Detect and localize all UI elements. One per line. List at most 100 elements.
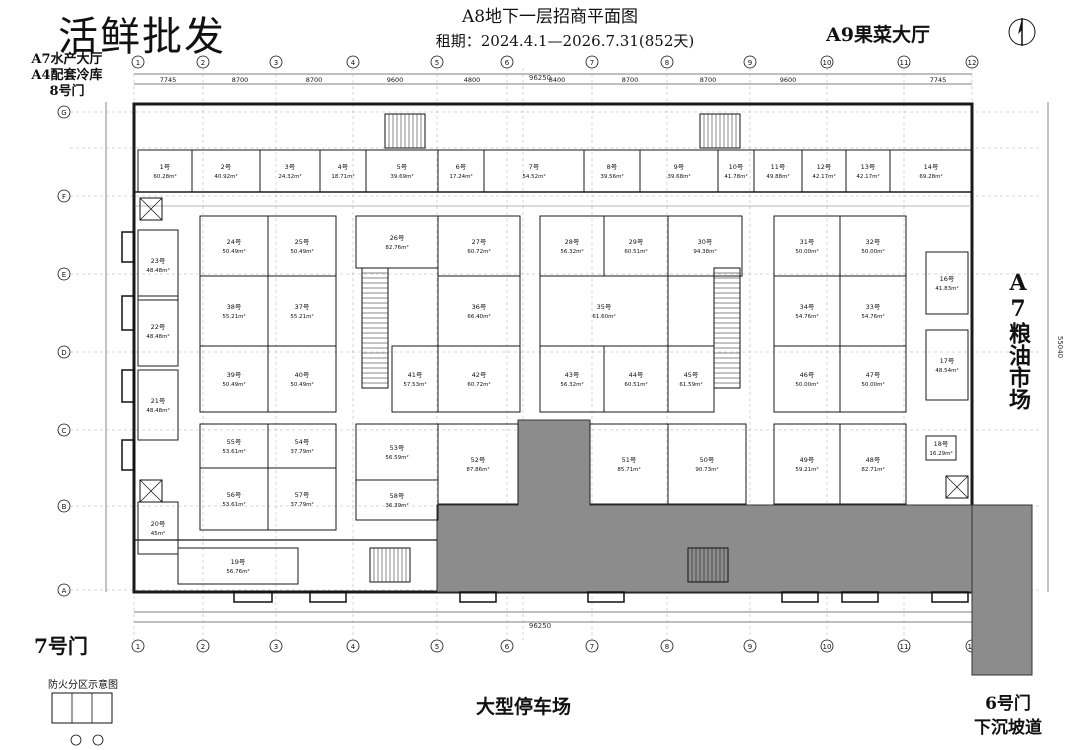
top-span-dimension: 9600 xyxy=(780,76,797,84)
unit-area: 59.21m² xyxy=(795,466,818,473)
unit-label: 36号 xyxy=(472,303,487,311)
label-top-left-group: A7水产大厅 A4配套冷库 8号门 xyxy=(22,52,112,100)
unit-area: 69.28m² xyxy=(919,173,942,180)
unit-area: 48.54m² xyxy=(935,367,958,374)
column-axis-label: 10 xyxy=(823,643,832,651)
unit-area: 50.00m² xyxy=(861,381,884,388)
column-axis-bubble: 2 xyxy=(196,639,210,653)
top-span-dimension: 7745 xyxy=(930,76,947,84)
column-axis-bubble: 2 xyxy=(196,55,210,69)
row-axis-label: D xyxy=(61,349,66,357)
column-axis-label: 4 xyxy=(351,59,356,67)
unit-area: 61.60m² xyxy=(592,313,615,320)
unit-label: 51号 xyxy=(622,456,637,464)
lease-term-text: 租期：2024.4.1—2026.7.31(852天) xyxy=(435,32,695,50)
unit-label: 16号 xyxy=(940,275,955,283)
top-span-dimension: 8700 xyxy=(700,76,717,84)
unit-label: 26号 xyxy=(390,234,405,242)
row-axis-bubble: A xyxy=(57,583,71,597)
unit-label: 54号 xyxy=(295,438,310,446)
row-axis-label: F xyxy=(62,193,66,201)
unit-label: 2号 xyxy=(221,163,232,171)
unit-area: 82.76m² xyxy=(385,244,408,251)
unit-lower-d: 48号 82.71m² xyxy=(839,423,907,505)
unit-label: 37号 xyxy=(295,303,310,311)
unit-label: 42号 xyxy=(472,371,487,379)
column-axis-bubble: 12 xyxy=(965,55,979,69)
column-axis-label: 7 xyxy=(590,643,594,651)
unit-area: 24.32m² xyxy=(278,173,301,180)
unit-area: 36.39m² xyxy=(385,502,408,509)
unit-area: 39.68m² xyxy=(667,173,690,180)
unit-label: 3号 xyxy=(285,163,296,171)
unit-area: 82.71m² xyxy=(861,466,884,473)
column-axis-label: 8 xyxy=(665,643,669,651)
column-axis-bubble: 10 xyxy=(820,639,834,653)
dimension-lines xyxy=(105,73,1049,623)
stair-top-left-icon xyxy=(384,113,426,149)
label-large-parking: 大型停车场 xyxy=(476,696,572,718)
unit-label: 24号 xyxy=(227,238,242,246)
label-a4-cold-storage: A4配套冷库 xyxy=(31,68,103,83)
unit-label: 40号 xyxy=(295,371,310,379)
unit-label: 30号 xyxy=(698,238,713,246)
unit-label: 48号 xyxy=(866,456,881,464)
top-span-dimension: 8400 xyxy=(549,76,566,84)
column-axis-bubble: 7 xyxy=(585,55,599,69)
unit-area: 50.00m² xyxy=(861,248,884,255)
unit-label: 28号 xyxy=(565,238,580,246)
row-axis-label: G xyxy=(61,109,66,117)
parking-shaded-zone xyxy=(436,419,973,593)
elevator-left-lower-icon xyxy=(139,479,163,503)
unit-label: 12号 xyxy=(817,163,832,171)
unit-label: 46号 xyxy=(800,371,815,379)
unit-label: 8号 xyxy=(607,163,618,171)
row-axis-bubble: B xyxy=(57,499,71,513)
row-axis-bubble: D xyxy=(57,345,71,359)
elevator-right-lower-icon xyxy=(945,475,969,499)
unit-label: 7号 xyxy=(529,163,540,171)
unit-label: 47号 xyxy=(866,371,881,379)
column-axis-label: 5 xyxy=(435,59,439,67)
elevator-left-upper-icon xyxy=(139,197,163,221)
unit-block-a: 24号 50.49m² xyxy=(199,215,269,277)
unit-label: 57号 xyxy=(295,491,310,499)
label-bottom-right-group: 6号门 下沉坡道 xyxy=(958,692,1058,740)
column-axis-label: 6 xyxy=(505,643,510,651)
unit-area: 45m² xyxy=(151,530,166,537)
unit-label: 1号 xyxy=(160,163,171,171)
column-axis-label: 3 xyxy=(274,643,278,651)
unit-area: 90.73m² xyxy=(695,466,718,473)
column-axis-label: 4 xyxy=(351,643,356,651)
unit-block-d: 47号 50.00m² xyxy=(839,345,907,413)
column-axis-label: 10 xyxy=(823,59,832,67)
unit-area: 50.49m² xyxy=(222,248,245,255)
unit-label: 31号 xyxy=(800,238,815,246)
column-axis-label: 6 xyxy=(505,59,510,67)
unit-label: 21号 xyxy=(151,397,166,405)
column-axis-bubble: 8 xyxy=(660,55,674,69)
unit-area: 66.40m² xyxy=(467,313,490,320)
unit-area: 18.71m² xyxy=(331,173,354,180)
column-axis-label: 9 xyxy=(748,59,752,67)
column-axis-label: 5 xyxy=(435,643,439,651)
escalator-right-icon xyxy=(713,267,741,389)
unit-area: 40.92m² xyxy=(214,173,237,180)
